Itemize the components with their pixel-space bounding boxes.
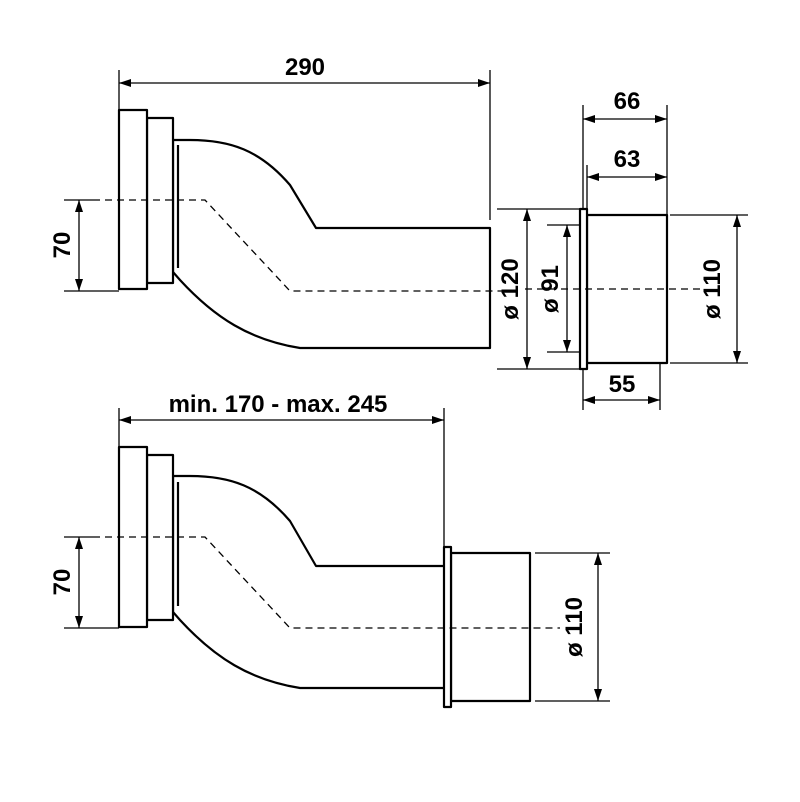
dimension-label-min-max: min. 170 - max. 245	[169, 391, 388, 418]
bottom-centerline	[93, 536, 560, 629]
dimension-label-d91: ø 91	[537, 265, 564, 313]
dimension-label-55: 55	[609, 371, 636, 398]
dimension-label-70-top: 70	[49, 232, 76, 259]
top-connector	[117, 108, 492, 350]
dimension-label-d110-bottom: ø 110	[561, 597, 588, 657]
dimension-label-70-bottom: 70	[49, 569, 76, 596]
top-centerline	[93, 199, 520, 292]
dimension-label-63: 63	[614, 146, 641, 173]
bottom-connector	[117, 445, 532, 709]
bottom-sleeve-body	[449, 551, 532, 703]
dimension-label-290: 290	[285, 54, 325, 81]
dimension-label-66: 66	[614, 88, 641, 115]
top-pipe-body	[171, 138, 492, 350]
dimension-label-d110-sleeve: ø 110	[699, 259, 726, 319]
bottom-sleeve-flange	[442, 545, 453, 709]
dimension-label-d120: ø 120	[497, 258, 524, 319]
bottom-pipe-body	[171, 474, 447, 690]
